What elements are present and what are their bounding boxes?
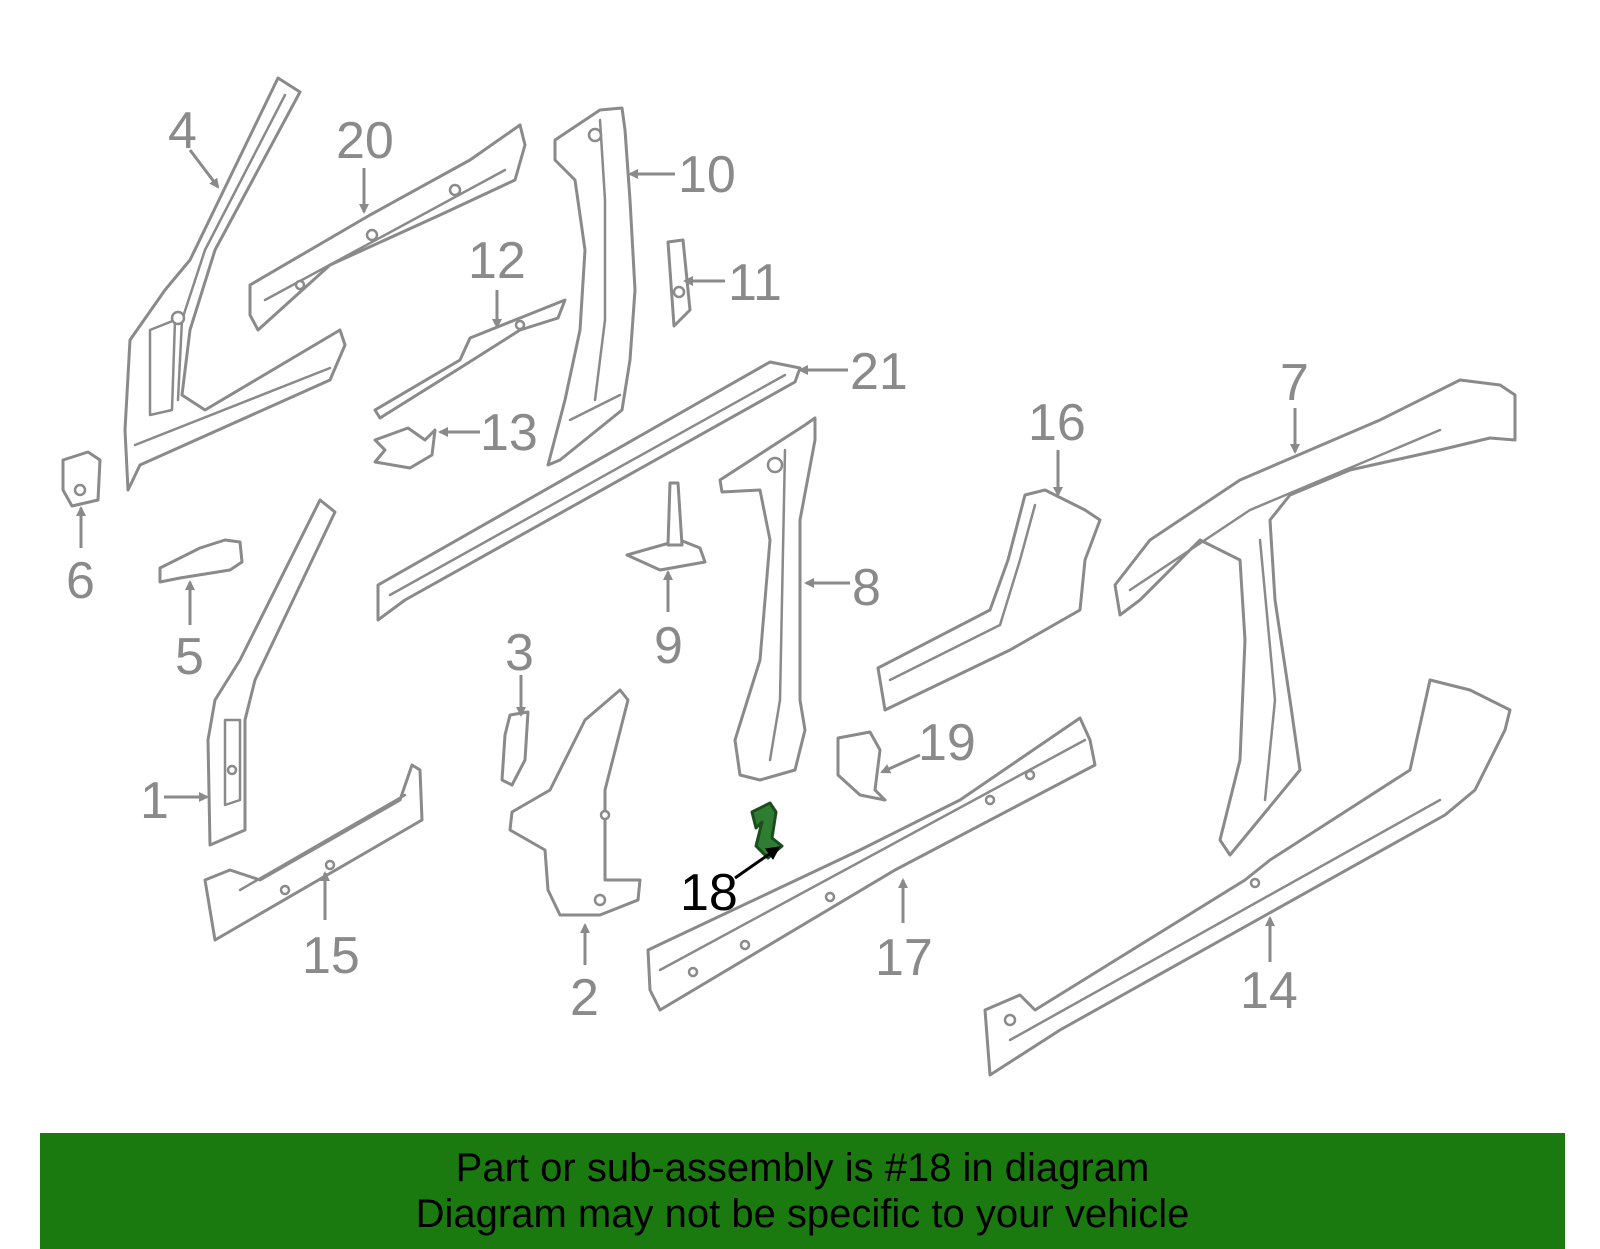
callout-11: 11	[728, 254, 782, 312]
banner-line-1: Part or sub-assembly is #18 in diagram	[455, 1146, 1150, 1190]
callout-2: 2	[570, 969, 599, 1027]
callout-16: 16	[1028, 394, 1086, 452]
callout-17: 17	[875, 929, 933, 987]
part-4-front-pillar[interactable]	[123, 76, 347, 492]
callout-10: 10	[678, 146, 736, 204]
part-15-sill[interactable]	[203, 763, 424, 942]
part-13-bracket[interactable]	[373, 426, 437, 470]
callout-19: 19	[918, 714, 976, 772]
callout-1: 1	[140, 772, 169, 830]
callout-9: 9	[654, 617, 683, 675]
part-7-bodyside[interactable]	[1113, 378, 1517, 857]
parts-diagram: 4 20 10 11 12 13 21 6 5 1 3 2 9 8 19 16 …	[61, 76, 1517, 1077]
part-11-bracket[interactable]	[666, 238, 692, 328]
part-5-bracket[interactable]	[158, 538, 244, 584]
callout-12: 12	[468, 232, 526, 290]
callout-18-highlighted: 18	[680, 864, 738, 922]
part-20-panel[interactable]	[248, 123, 527, 332]
info-banner: Part or sub-assembly is #18 in diagram D…	[40, 1133, 1565, 1249]
callout-5: 5	[175, 628, 204, 686]
callout-21: 21	[850, 343, 908, 401]
callout-7: 7	[1280, 354, 1309, 412]
part-6-bracket[interactable]	[61, 450, 102, 508]
callout-15: 15	[302, 927, 360, 985]
callout-20: 20	[336, 112, 394, 170]
part-14-rocker[interactable]	[983, 678, 1512, 1077]
callout-4: 4	[168, 102, 197, 160]
part-8-pillar[interactable]	[718, 416, 817, 782]
part-9-bracket[interactable]	[625, 481, 707, 572]
part-16-panel[interactable]	[876, 488, 1102, 712]
part-12-reinforcement[interactable]	[373, 298, 567, 420]
callout-6: 6	[66, 552, 95, 610]
part-17-rocker[interactable]	[646, 716, 1097, 1012]
part-1-pillar[interactable]	[206, 498, 337, 847]
callout-labels: 4 20 10 11 12 13 21 6 5 1 3 2 9 8 19 16 …	[66, 102, 1309, 1027]
leader-lines	[76, 149, 1300, 965]
part-10-pillar[interactable]	[546, 106, 637, 467]
part-3-bracket[interactable]	[500, 710, 530, 787]
callout-13: 13	[480, 404, 538, 462]
callout-3: 3	[505, 624, 534, 682]
callout-14: 14	[1240, 962, 1298, 1020]
part-19-bracket[interactable]	[836, 730, 887, 802]
banner-line-2: Diagram may not be specific to your vehi…	[415, 1192, 1190, 1236]
callout-8: 8	[852, 559, 881, 617]
part-2-pillar[interactable]	[508, 688, 642, 917]
part-21-rail[interactable]	[376, 360, 802, 622]
